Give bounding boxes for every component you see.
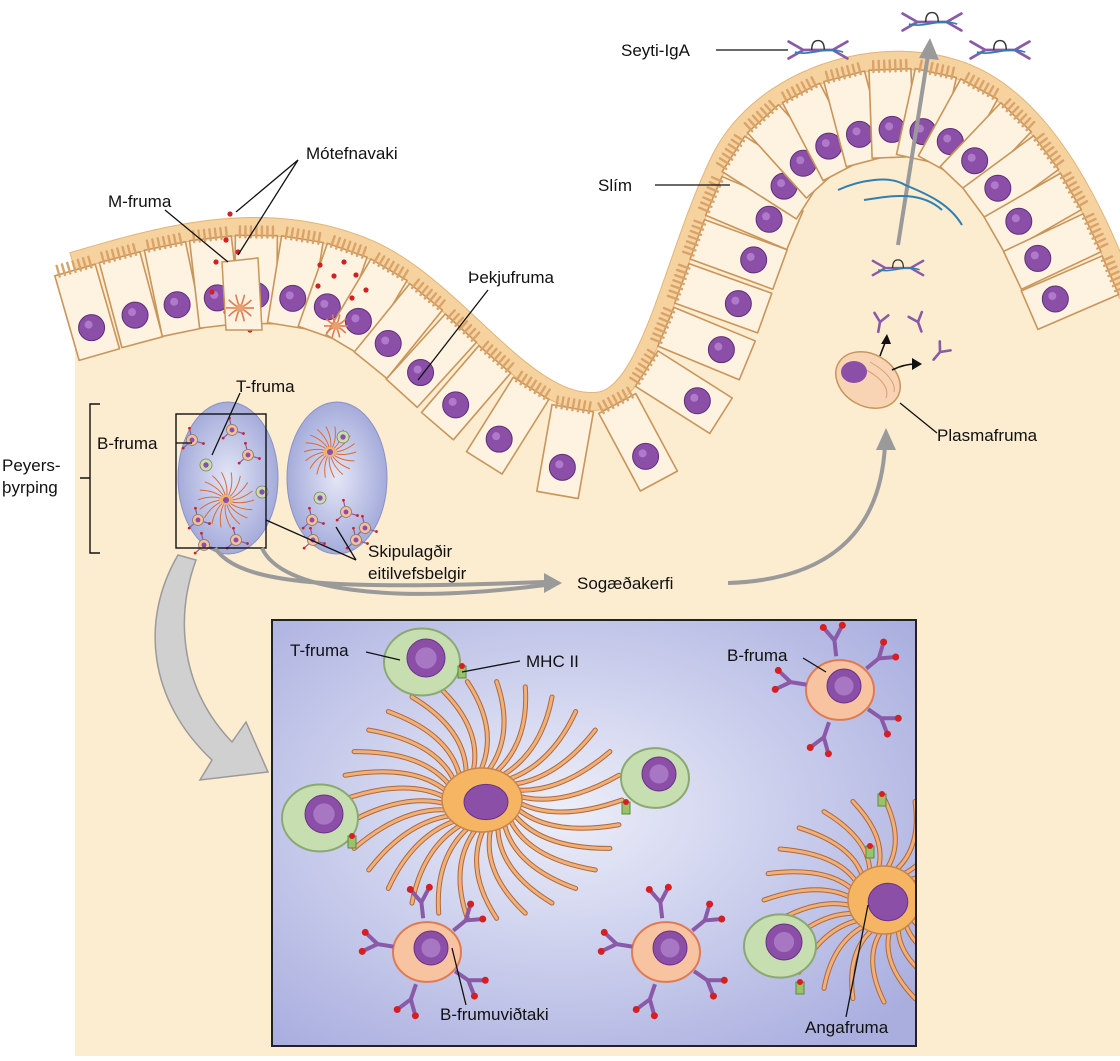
iga-dimer — [789, 41, 848, 59]
nucleus — [1042, 286, 1068, 312]
antigen-dot — [363, 287, 368, 292]
antigen-dot — [349, 295, 354, 300]
nucleus — [684, 388, 710, 414]
nucleus — [962, 148, 988, 174]
nucleus — [443, 392, 469, 418]
inset-label-b-cell-receptor: B-frumuviðtaki — [440, 1005, 549, 1024]
antigen-dot — [315, 283, 320, 288]
nucleus — [164, 292, 190, 318]
label-mucus: Slím — [598, 176, 632, 195]
antigen-dot — [353, 272, 358, 277]
label-epithelial-cell: Þekjufruma — [468, 268, 555, 287]
nucleus — [725, 291, 751, 317]
label-peyers-2: þyrping — [2, 478, 58, 497]
follicle-right — [287, 402, 387, 554]
iga-dimer — [971, 41, 1030, 59]
nucleus — [79, 315, 105, 341]
label-m-cell: M-fruma — [108, 192, 172, 211]
nucleus — [756, 206, 782, 232]
nucleus — [1006, 208, 1032, 234]
label-peyers-1: Peyers- — [2, 456, 61, 475]
inset-label-b-cell: B-fruma — [727, 646, 788, 665]
antigen-dot — [341, 259, 346, 264]
antigen-dot — [227, 211, 232, 216]
nucleus — [633, 443, 659, 469]
nucleus — [486, 426, 512, 452]
nucleus — [708, 337, 734, 363]
nucleus — [1025, 245, 1051, 271]
inset-label-mhc2: MHC II — [526, 652, 579, 671]
nucleus — [846, 121, 872, 147]
antigen-dot — [223, 237, 228, 242]
inset-panel: T-fruma MHC II B-fruma B-frumuviðtaki An… — [272, 620, 1004, 1046]
nucleus — [408, 360, 434, 386]
nucleus — [122, 302, 148, 328]
nucleus — [741, 247, 767, 273]
label-follicles-2: eitilvefsbelgir — [368, 564, 467, 583]
label-b-cell: B-fruma — [97, 434, 158, 453]
follicle-left — [178, 402, 278, 554]
iga-dimer — [903, 13, 962, 31]
nucleus — [375, 330, 401, 356]
label-antigen: Mótefnavaki — [306, 144, 398, 163]
antigen-dot — [317, 262, 322, 267]
label-t-cell: T-fruma — [236, 377, 295, 396]
label-plasma-cell: Plasmafruma — [937, 426, 1038, 445]
antigen-dot — [331, 273, 336, 278]
nucleus — [280, 285, 306, 311]
inset-label-t-cell: T-fruma — [290, 641, 349, 660]
label-lymphatic-system: Sogæðakerfi — [577, 574, 673, 593]
t-cell — [282, 785, 358, 852]
nucleus — [549, 454, 575, 480]
t-cell — [384, 629, 460, 696]
t-cell — [621, 748, 689, 808]
nucleus — [985, 175, 1011, 201]
antigen-dot — [213, 259, 218, 264]
inset-label-dendritic-cell: Angafruma — [805, 1018, 889, 1037]
t-cell — [744, 914, 816, 977]
nucleus — [345, 308, 371, 334]
antigen-dot — [209, 289, 214, 294]
label-follicles-1: Skipulagðir — [368, 542, 452, 561]
label-secretory-iga: Seyti-IgA — [621, 41, 691, 60]
